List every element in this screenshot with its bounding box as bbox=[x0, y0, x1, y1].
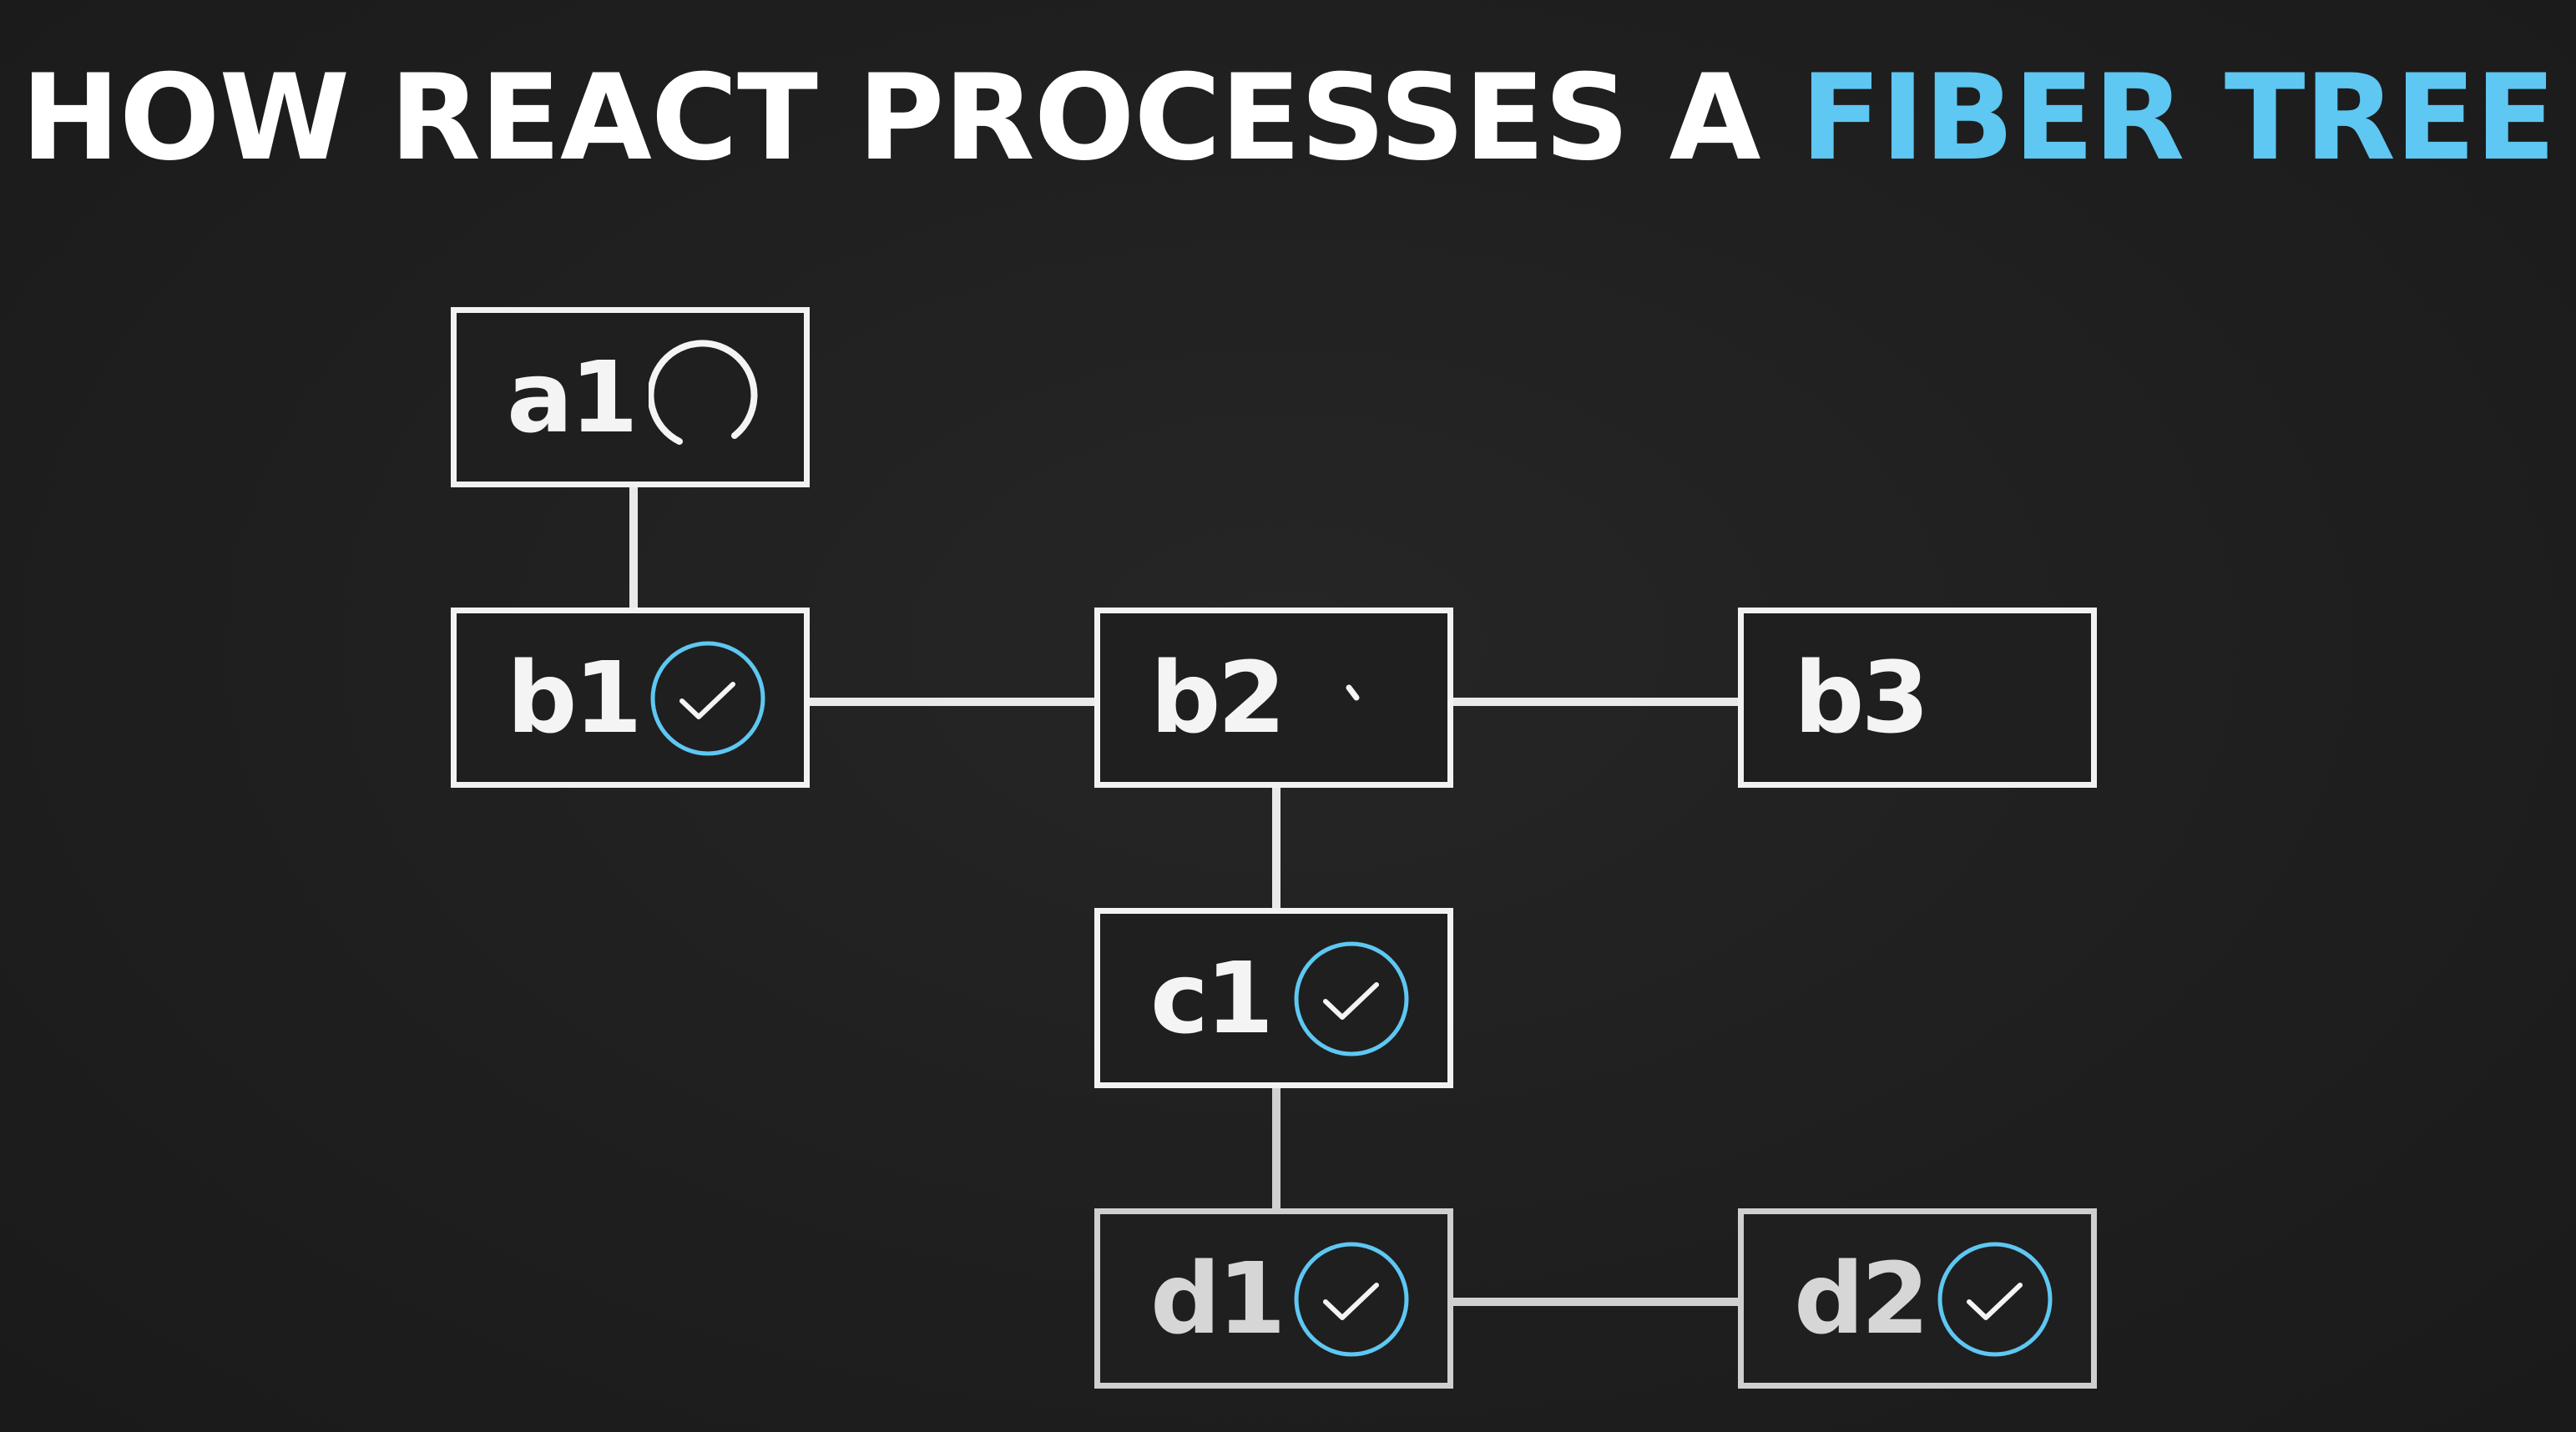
node-label: d1 bbox=[1150, 1241, 1286, 1356]
edge-c1-d1 bbox=[1272, 1088, 1280, 1212]
check-circle-icon bbox=[649, 639, 767, 758]
edge-b2-c1 bbox=[1272, 788, 1280, 913]
check-circle-icon bbox=[1292, 940, 1411, 1058]
node-label: a1 bbox=[507, 340, 639, 455]
fiber-node-a1: a1 bbox=[451, 307, 810, 487]
node-label: d2 bbox=[1794, 1241, 1930, 1356]
fiber-node-d1: d1 bbox=[1094, 1208, 1453, 1389]
node-label: b3 bbox=[1794, 640, 1930, 755]
spinner-icon bbox=[1292, 639, 1411, 758]
node-label: b1 bbox=[507, 640, 643, 755]
edge-b1-b2 bbox=[807, 698, 1097, 706]
fiber-node-b2: b2 bbox=[1094, 608, 1453, 788]
page-title: HOW REACT PROCESSES A FIBER TREE bbox=[0, 52, 2576, 185]
fiber-node-b3: b3 bbox=[1738, 608, 2097, 788]
fiber-node-d2: d2 bbox=[1738, 1208, 2097, 1389]
spinner-icon bbox=[649, 339, 767, 457]
edge-b2-b3 bbox=[1450, 698, 1740, 706]
edge-d1-d2 bbox=[1450, 1298, 1740, 1306]
node-label: b2 bbox=[1150, 640, 1286, 755]
title-prefix: HOW REACT PROCESSES A bbox=[21, 49, 1760, 187]
fiber-node-b1: b1 bbox=[451, 608, 810, 788]
node-label: c1 bbox=[1150, 940, 1274, 1056]
edge-a1-b1 bbox=[629, 487, 638, 613]
title-highlight: FIBER TREE bbox=[1800, 49, 2556, 187]
fiber-node-c1: c1 bbox=[1094, 908, 1453, 1088]
check-circle-icon bbox=[1936, 1240, 2054, 1359]
check-circle-icon bbox=[1292, 1240, 1411, 1359]
